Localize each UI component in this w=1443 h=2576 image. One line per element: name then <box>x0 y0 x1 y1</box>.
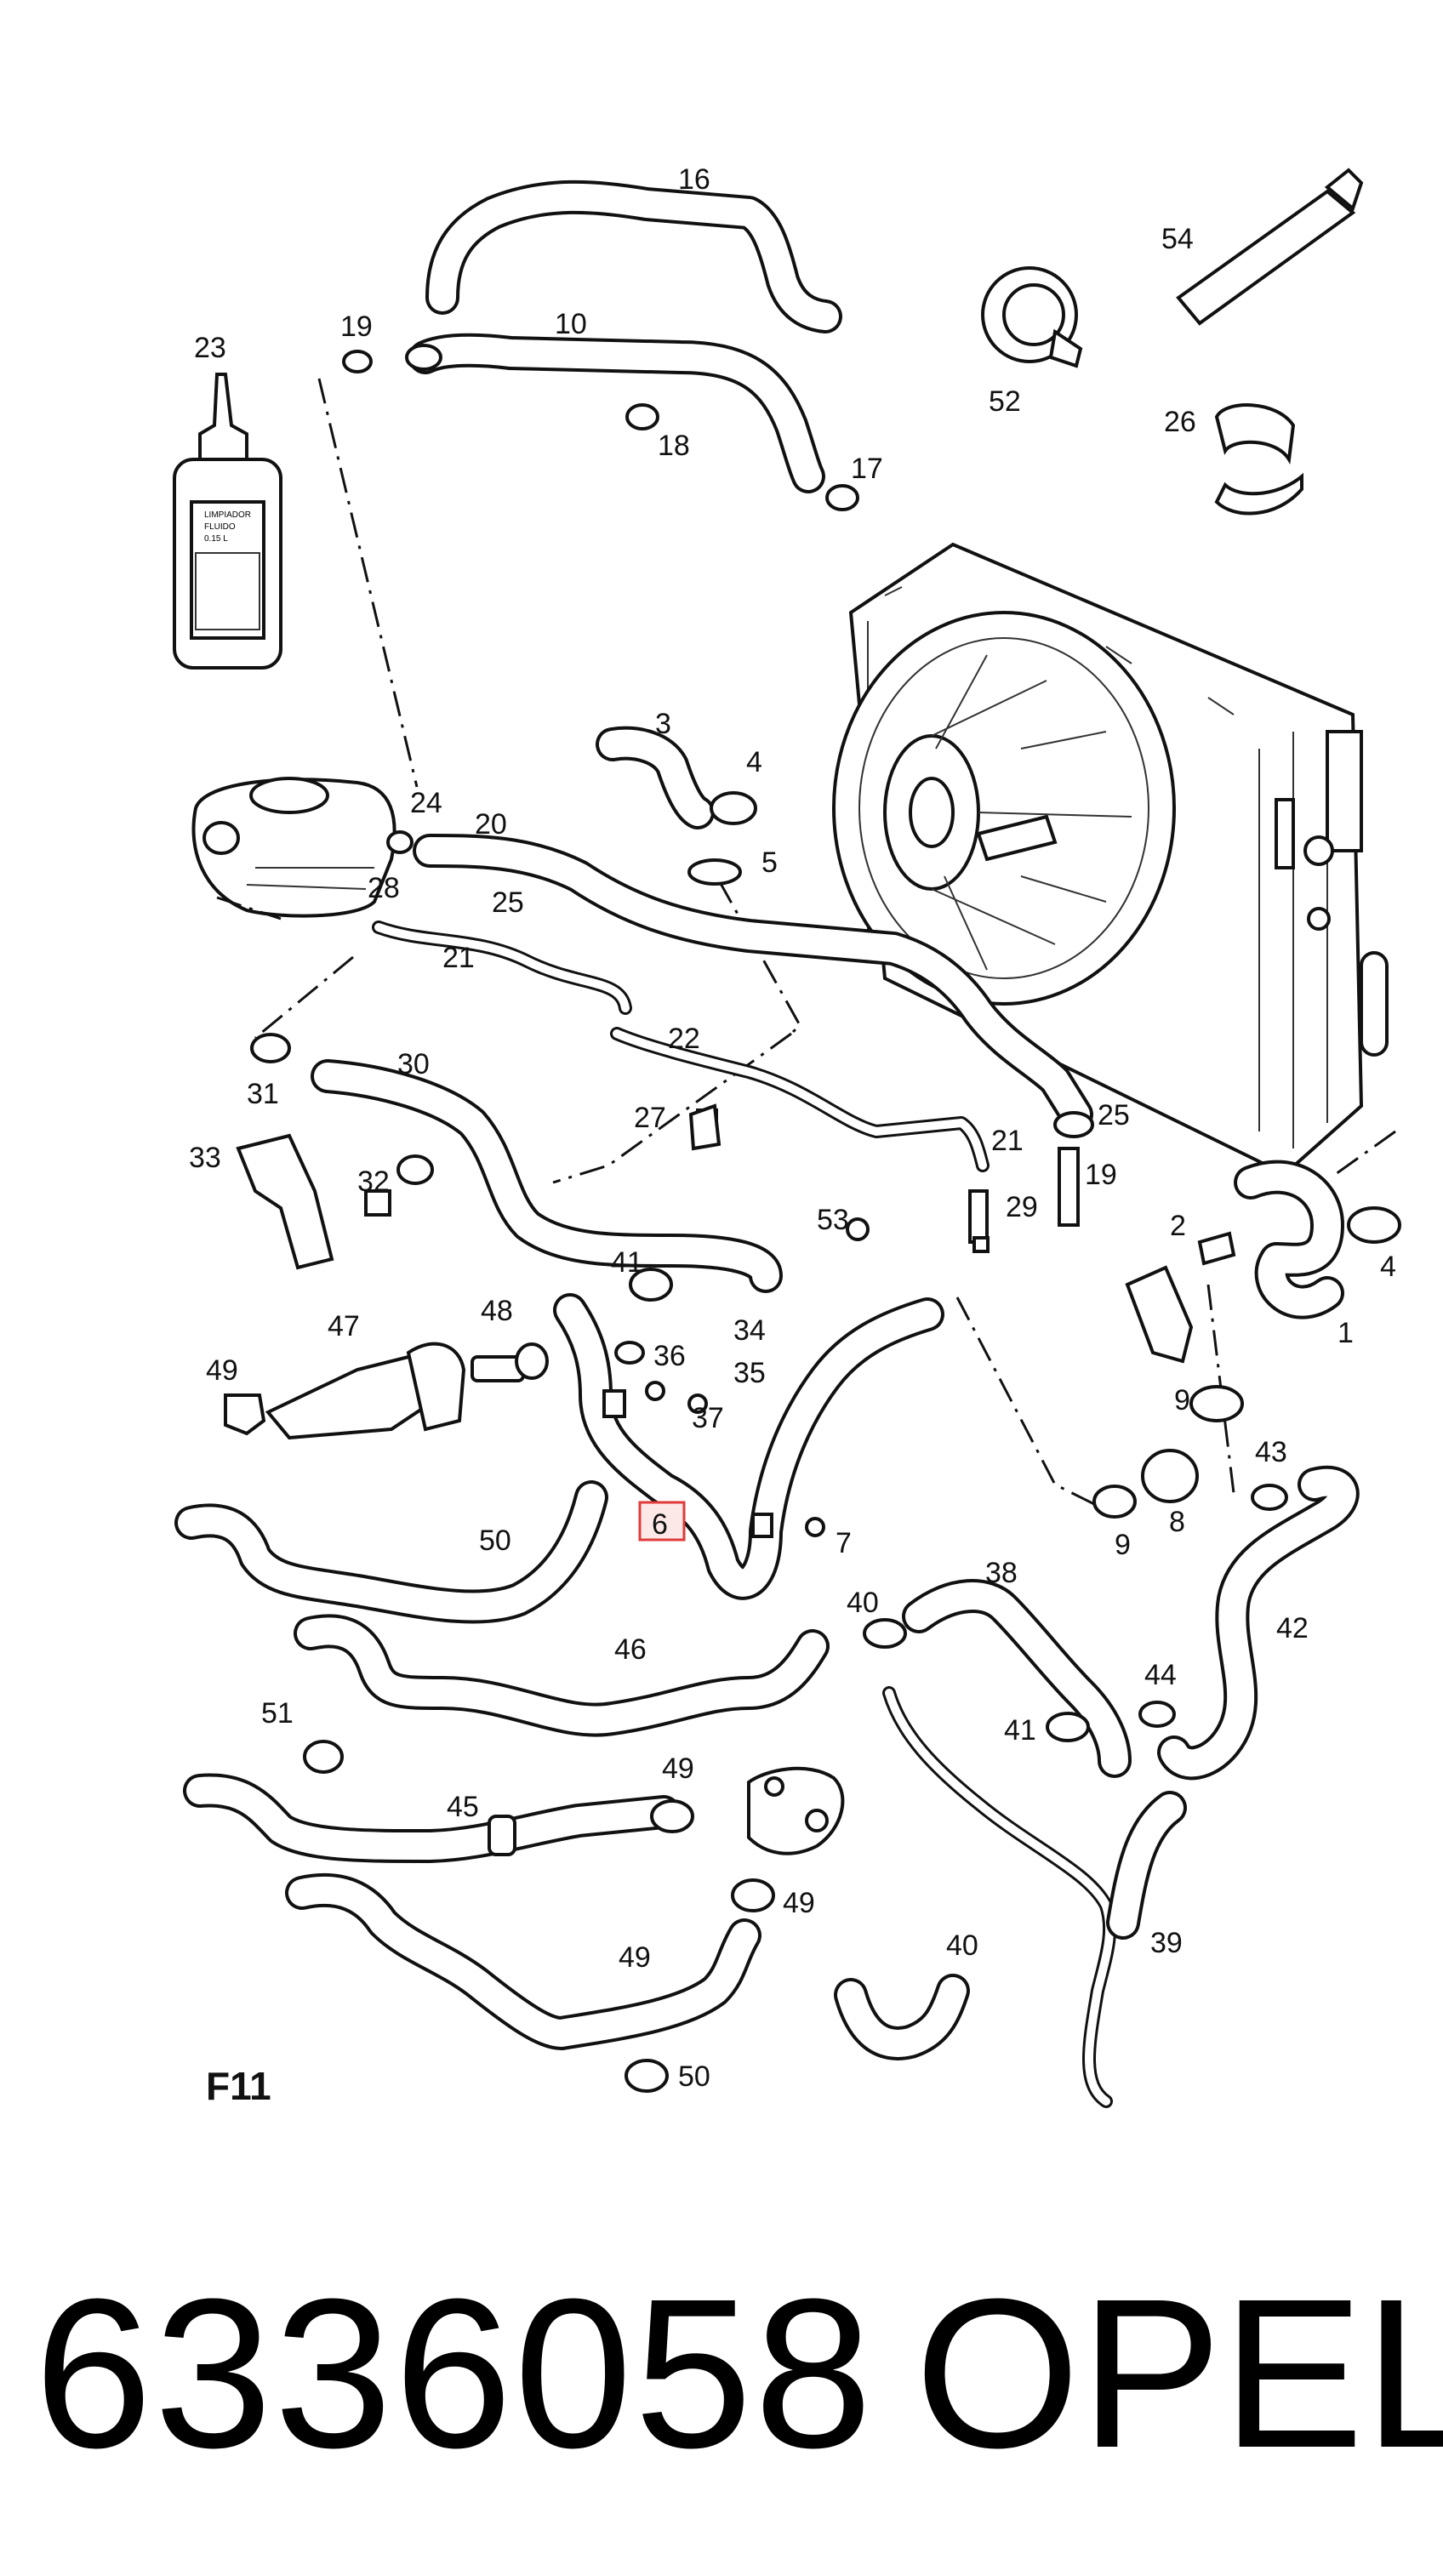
callout-25b: 29 <box>1006 1191 1038 1223</box>
highlight-box-6 <box>638 1501 686 1542</box>
hose-26 <box>311 1059 783 1293</box>
callout-49b: 49 <box>783 1887 815 1919</box>
clamp-52 <box>981 266 1083 368</box>
callout-34: 38 <box>985 1557 1018 1589</box>
callout-30: 34 <box>733 1314 766 1347</box>
callout-labels: 16 10 19 23 18 17 54 52 26 3 4 5 24 20 2… <box>189 163 1396 2108</box>
callout-9a: 9 <box>1174 1384 1190 1416</box>
callout-8: 8 <box>1169 1506 1185 1538</box>
tube-54 <box>1176 168 1364 326</box>
callout-1: 1 <box>1337 1317 1354 1349</box>
parts-diagram: LIMPIADOR FLUIDO 0.15 L <box>173 163 1401 2108</box>
hose-15 <box>413 834 1093 1131</box>
callout-42: 45 <box>447 1791 479 1823</box>
callout-7: 7 <box>836 1527 852 1559</box>
callout-13: 18 <box>658 430 690 462</box>
pipe-18 <box>610 1027 990 1172</box>
callout-18: 22 <box>668 1023 700 1055</box>
expansion-tank <box>191 777 396 918</box>
callout-19: 19 <box>1085 1159 1117 1191</box>
callout-27: 31 <box>247 1078 279 1110</box>
hose-6 <box>553 1293 944 1600</box>
hose-11 <box>425 180 842 333</box>
hose-10 <box>405 333 825 493</box>
callout-32: 36 <box>653 1340 686 1372</box>
callout-6: 6 <box>652 1508 668 1541</box>
pipe-35 <box>882 1686 1187 2108</box>
clamps <box>250 350 1401 2093</box>
hose-34 <box>902 1579 1132 1778</box>
callout-44: 47 <box>328 1310 360 1342</box>
callout-20: 23 <box>194 332 226 364</box>
callout-49a: 49 <box>662 1752 694 1785</box>
callout-47: 49 <box>619 1941 651 1974</box>
callout-38: 41 <box>611 1246 643 1279</box>
callout-54: 54 <box>1161 223 1194 255</box>
part-24 <box>688 1103 722 1151</box>
callout-4a: 4 <box>746 746 762 778</box>
pipe-16 <box>372 920 632 1015</box>
callout-12: 17 <box>851 453 883 485</box>
hose-39 <box>1157 1465 1360 1781</box>
callout-9b: 9 <box>1115 1529 1131 1561</box>
callout-39: 42 <box>1276 1612 1309 1644</box>
callout-5: 5 <box>761 846 778 879</box>
radiator-fan-assembly <box>832 542 1389 1177</box>
thermostat-housing <box>747 1766 845 1855</box>
callout-17: 21 <box>991 1125 1024 1157</box>
callout-33: 37 <box>692 1402 724 1434</box>
callout-51: 51 <box>261 1697 294 1730</box>
bottle-label-line-1: LIMPIADOR <box>204 510 251 520</box>
hose-42 <box>183 1773 681 1863</box>
callout-24: 27 <box>634 1102 666 1134</box>
callout-21a: 24 <box>410 787 442 819</box>
figure-code: F11 <box>206 2064 271 2108</box>
hose-47 <box>285 1872 761 2050</box>
callout-3: 3 <box>655 708 671 740</box>
bracket-44 <box>224 1342 549 1440</box>
callout-15: 20 <box>475 808 507 841</box>
callout-48: 50 <box>479 1525 511 1557</box>
bottle-20: LIMPIADOR FLUIDO 0.15 L <box>173 373 282 670</box>
hose-3 <box>596 726 715 829</box>
callout-28: 32 <box>357 1165 390 1198</box>
callout-36: 40 <box>847 1587 879 1619</box>
callout-14: 19 <box>340 311 373 343</box>
callout-10: 10 <box>555 308 587 340</box>
callout-2: 2 <box>1170 1210 1186 1242</box>
callout-50: 50 <box>678 2060 710 2093</box>
callout-22: 25 <box>492 886 524 919</box>
callout-11: 16 <box>678 163 710 196</box>
callout-43: 46 <box>614 1633 647 1666</box>
callout-40: 40 <box>946 1929 978 1962</box>
hose-43 <box>294 1614 830 1737</box>
callout-52: 52 <box>989 385 1021 418</box>
brand-name: OPEL <box>915 2254 1443 2492</box>
hose-48 <box>174 1480 608 1624</box>
callout-21b: 25 <box>1098 1099 1130 1131</box>
callout-4b: 4 <box>1380 1251 1396 1283</box>
bottle-label-line-3: 0.15 L <box>204 534 228 544</box>
callout-16: 21 <box>442 942 475 974</box>
callout-25a: 28 <box>368 872 400 904</box>
part-number: 6336058 <box>34 2254 875 2492</box>
callout-29: 33 <box>189 1142 221 1174</box>
callout-53: 53 <box>817 1204 849 1236</box>
callout-45: 48 <box>481 1295 513 1327</box>
callout-23: 26 <box>1164 406 1196 438</box>
bracket-29 <box>236 1133 334 1270</box>
callout-35: 39 <box>1150 1927 1183 1959</box>
part-2-bracket <box>1125 1231 1236 1364</box>
clamp-23 <box>1214 403 1303 516</box>
callout-26: 30 <box>397 1048 430 1080</box>
callout-41a: 43 <box>1255 1436 1287 1468</box>
hose-40 <box>834 1974 970 2060</box>
callout-46: 49 <box>206 1354 238 1387</box>
callout-37: 41 <box>1004 1714 1036 1747</box>
callout-31: 35 <box>733 1357 766 1389</box>
callout-41b: 44 <box>1144 1659 1177 1691</box>
hose-1 <box>1234 1160 1344 1319</box>
bottle-label-line-2: FLUIDO <box>204 522 236 532</box>
